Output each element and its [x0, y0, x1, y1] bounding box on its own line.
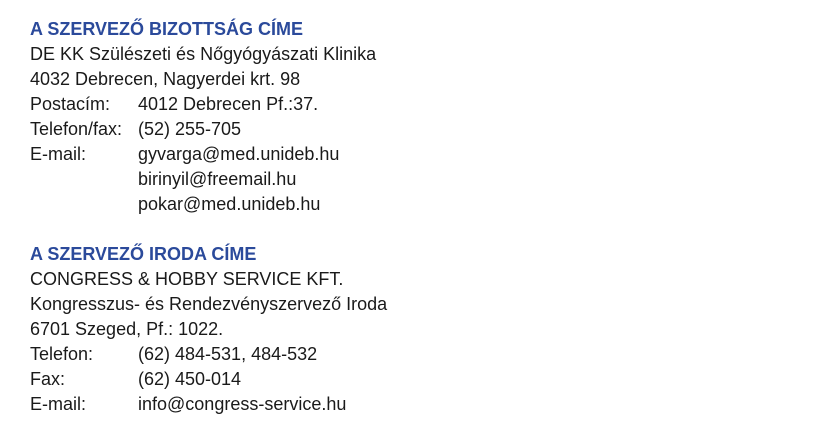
office-company: CONGRESS & HOBBY SERVICE KFT. — [30, 269, 344, 289]
office-phone: Telefon: (62) 484-531, 484-532 — [30, 342, 387, 367]
fax-value: (62) 450-014 — [138, 369, 242, 389]
email-label: E-mail: — [30, 144, 87, 164]
committee-email-1: E-mail: gyvarga@med.unideb.hu — [30, 142, 387, 167]
email-link[interactable]: pokar@med.unideb.hu — [138, 194, 321, 214]
email-link[interactable]: gyvarga@med.unideb.hu — [138, 144, 340, 164]
email-link[interactable]: birinyil@freemail.hu — [138, 169, 297, 189]
office-heading: A SZERVEZŐ IRODA CÍME — [30, 244, 257, 264]
email-link[interactable]: info@congress-service.hu — [138, 394, 347, 414]
office-address: 6701 Szeged, Pf.: 1022. — [30, 319, 224, 339]
postal-label: Postacím: — [30, 94, 111, 114]
office-department: Kongresszus- és Rendezvényszervező Iroda — [30, 294, 388, 314]
phone-label: Telefon/fax: — [30, 119, 123, 139]
postal-value: 4012 Debrecen Pf.:37. — [138, 94, 319, 114]
phone-value: (62) 484-531, 484-532 — [138, 344, 318, 364]
section-gap — [30, 217, 387, 242]
committee-address: 4032 Debrecen, Nagyerdei krt. 98 — [30, 69, 301, 89]
committee-postal: Postacím: 4012 Debrecen Pf.:37. — [30, 92, 387, 117]
contact-document: A SZERVEZŐ BIZOTTSÁG CÍME DE KK Szülésze… — [30, 17, 387, 417]
office-email: E-mail: info@congress-service.hu — [30, 392, 387, 417]
phone-label: Telefon: — [30, 344, 94, 364]
phone-value: (52) 255-705 — [138, 119, 242, 139]
committee-name: DE KK Szülészeti és Nőgyógyászati Klinik… — [30, 44, 377, 64]
committee-email-2: birinyil@freemail.hu — [30, 167, 387, 192]
committee-phone: Telefon/fax: (52) 255-705 — [30, 117, 387, 142]
fax-label: Fax: — [30, 369, 66, 389]
email-label: E-mail: — [30, 394, 87, 414]
committee-heading: A SZERVEZŐ BIZOTTSÁG CÍME — [30, 19, 304, 39]
office-fax: Fax: (62) 450-014 — [30, 367, 387, 392]
committee-email-3: pokar@med.unideb.hu — [30, 192, 387, 217]
